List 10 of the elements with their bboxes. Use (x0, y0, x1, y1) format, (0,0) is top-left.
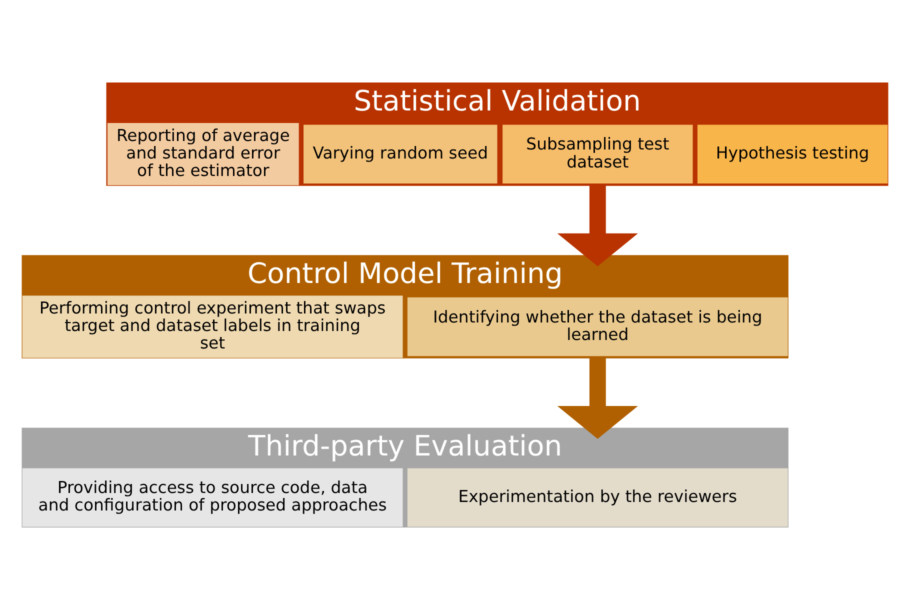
node-box: Varying random seed (304, 124, 498, 184)
node-box: Performing control experiment that swaps target and dataset labels in training set (22, 296, 403, 358)
node-box: Providing access to source code, data and configuration of proposed approaches (22, 468, 403, 527)
arrow (557, 358, 638, 439)
node-box: Experimentation by the reviewers (407, 468, 788, 527)
node-box: Reporting of average and standard error of the estimator (107, 123, 299, 186)
arrow (557, 185, 638, 266)
node-box: Subsampling test dataset (502, 124, 693, 184)
node-box: Identifying whether the dataset is being learned (407, 297, 788, 356)
node-box: Hypothesis testing (697, 124, 888, 184)
